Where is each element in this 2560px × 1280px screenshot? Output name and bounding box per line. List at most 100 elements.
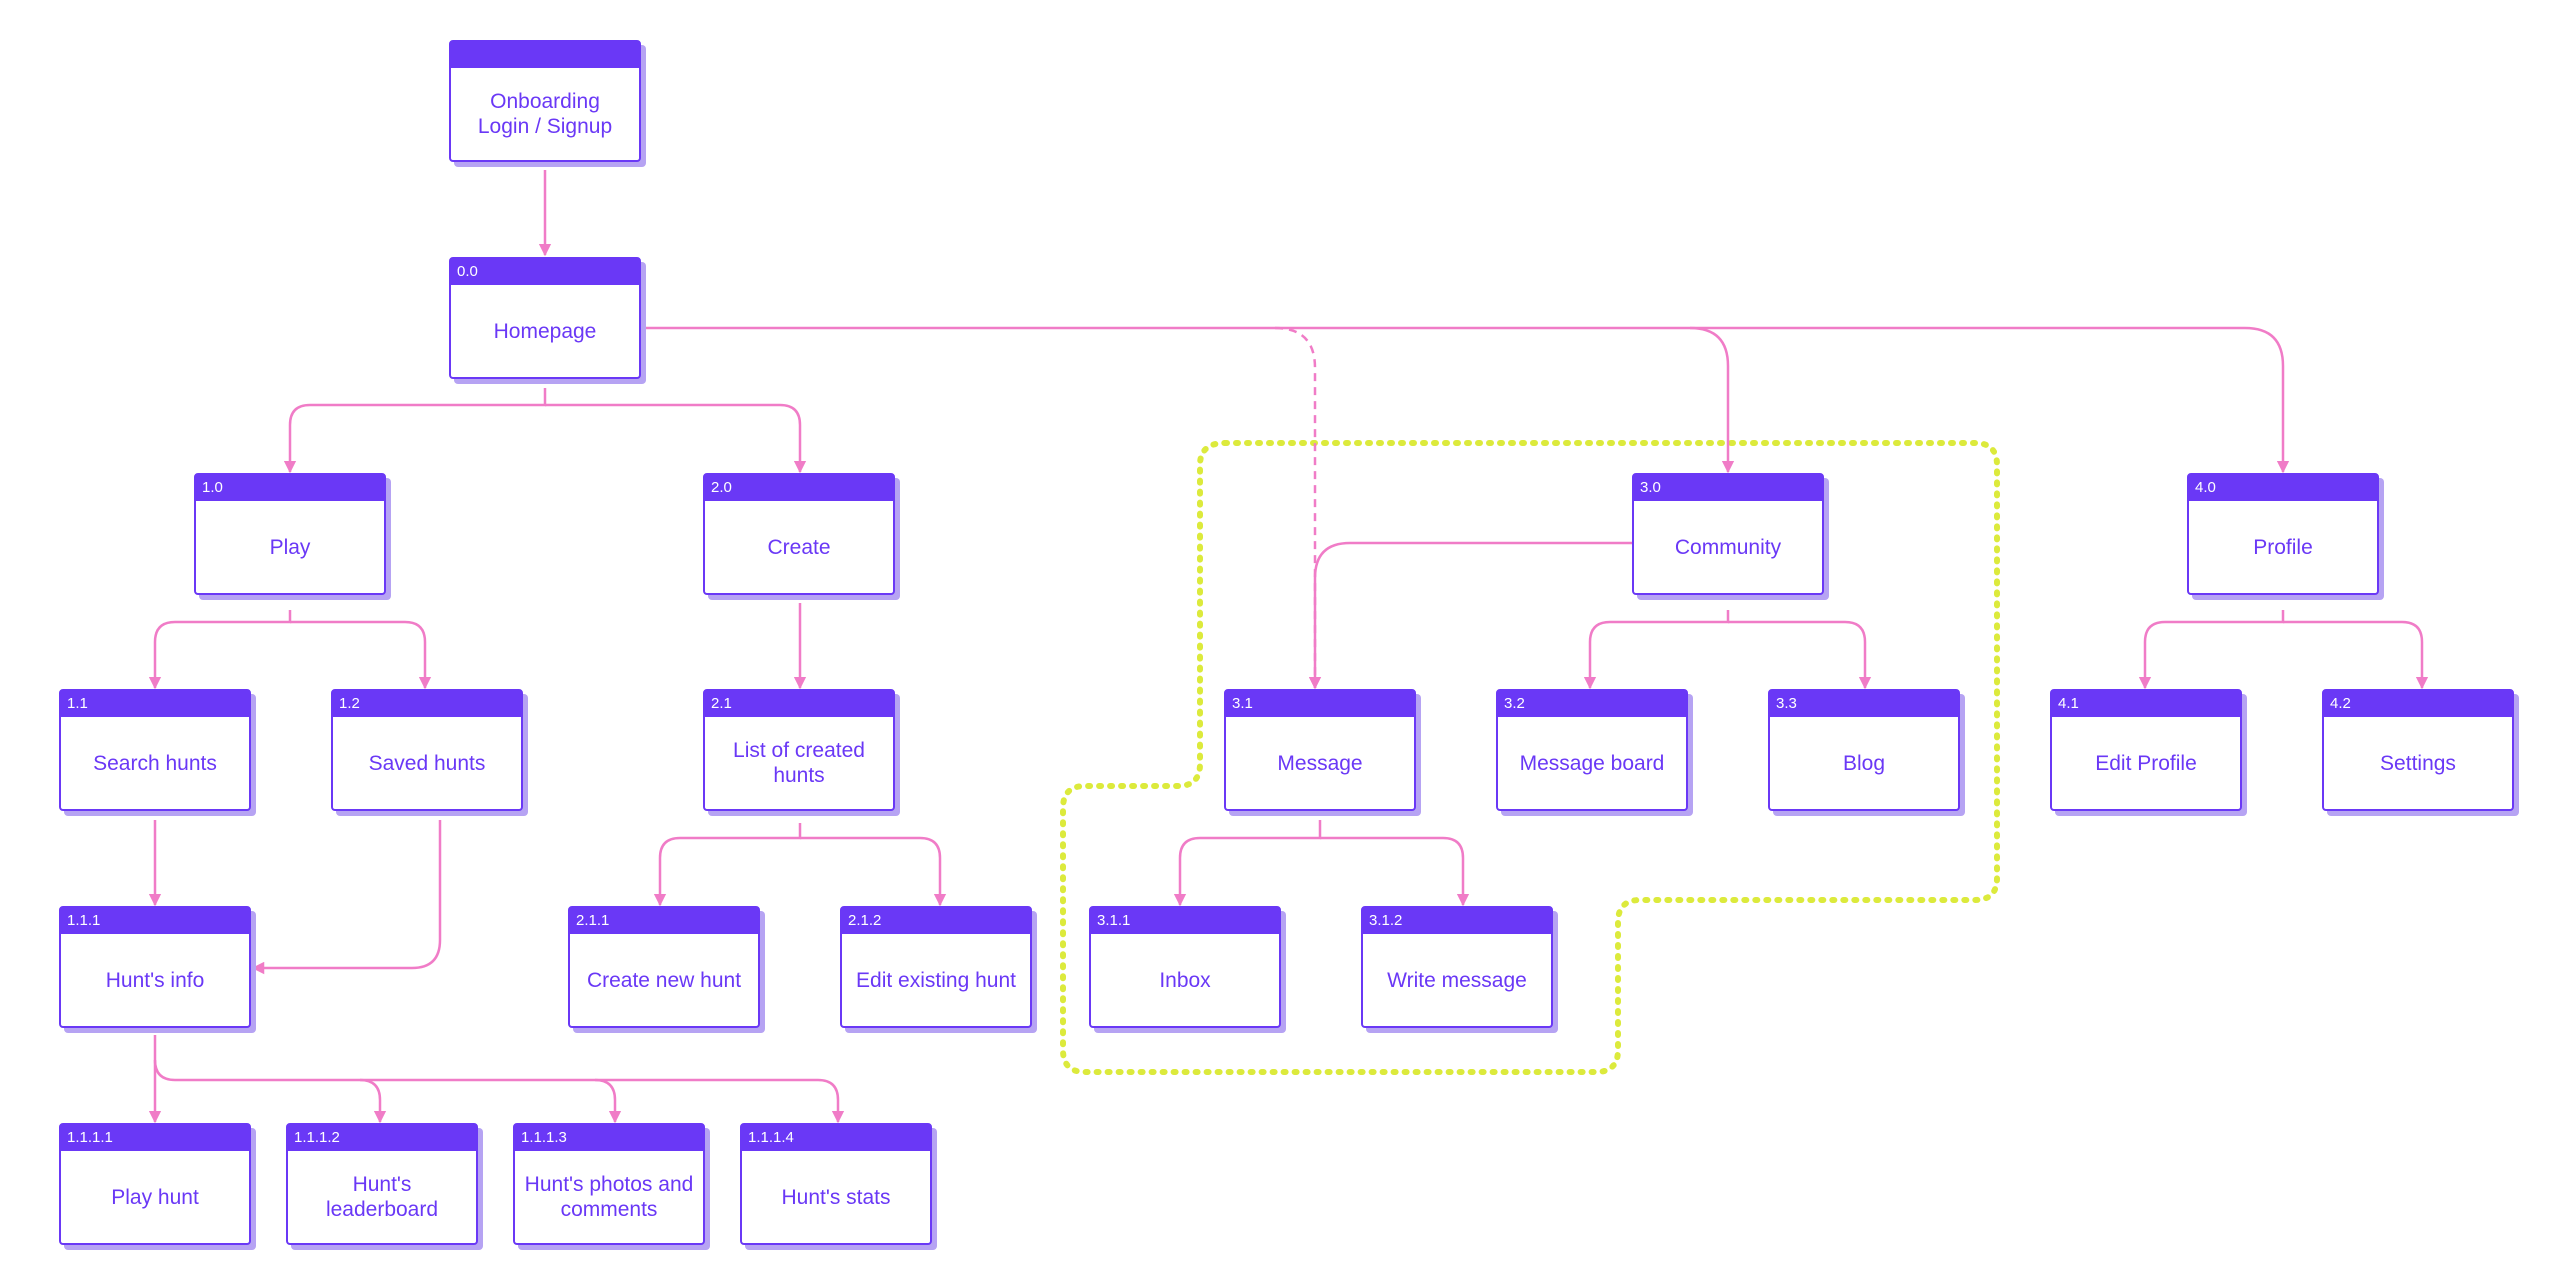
node-label: Write message [1387, 968, 1527, 992]
node-label: Inbox [1159, 968, 1211, 992]
link-homepage-create [545, 403, 807, 474]
node-header: 2.1 [705, 691, 893, 717]
link-info-stats [595, 1078, 845, 1124]
node-create[interactable]: 2.0 Create [703, 473, 895, 595]
node-header: 1.1.1.3 [515, 1125, 703, 1151]
node-label: Play [269, 535, 311, 559]
node-search-hunts[interactable]: 1.1 Search hunts [59, 689, 251, 811]
node-code: 1.1.1.2 [294, 1129, 340, 1146]
node-label: Hunt's stats [781, 1185, 891, 1209]
node-code: 1.1.1.4 [748, 1129, 794, 1146]
node-code: 4.0 [2195, 479, 2216, 496]
link-list-edit [800, 836, 947, 907]
node-code: 2.1 [711, 695, 732, 712]
node-header: 1.1 [61, 691, 249, 717]
node-code: 2.1.1 [576, 912, 610, 929]
node-edit-profile[interactable]: 4.1 Edit Profile [2050, 689, 2242, 811]
node-code: 3.1 [1232, 695, 1253, 712]
node-hunts-photos-comments[interactable]: 1.1.1.3 Hunt's photos and comments [513, 1123, 705, 1245]
node-header: 3.2 [1498, 691, 1686, 717]
link-message-write [1320, 836, 1470, 907]
node-label: Search hunts [93, 751, 217, 775]
node-code: 3.1.1 [1097, 912, 1131, 929]
node-label: List of created hunts [733, 739, 865, 787]
link-homepage-profile [1690, 326, 2290, 474]
node-label: Homepage [493, 319, 597, 343]
node-label: Message board [1519, 751, 1665, 775]
node-inbox[interactable]: 3.1.1 Inbox [1089, 906, 1281, 1028]
node-header: 2.0 [705, 475, 893, 501]
node-code: 4.2 [2330, 695, 2351, 712]
link-homepage-play [283, 388, 547, 474]
link-homepage-community [645, 326, 1735, 474]
node-label: Hunt's photos and comments [524, 1173, 694, 1221]
node-label: Community [1674, 535, 1782, 559]
link-info-photos [360, 1078, 622, 1124]
node-list-created-hunts[interactable]: 2.1 List of created hunts [703, 689, 895, 811]
node-code: 1.1.1.1 [67, 1129, 113, 1146]
community-group-outline [1060, 440, 2000, 1075]
node-blog[interactable]: 3.3 Blog [1768, 689, 1960, 811]
node-code: 1.1.1.3 [521, 1129, 567, 1146]
node-code: 1.1 [67, 695, 88, 712]
node-hunts-stats[interactable]: 1.1.1.4 Hunt's stats [740, 1123, 932, 1245]
node-profile[interactable]: 4.0 Profile [2187, 473, 2379, 595]
node-code: 2.0 [711, 479, 732, 496]
link-profile-settings [2283, 620, 2429, 690]
node-header [451, 42, 639, 68]
node-header: 1.1.1.1 [61, 1125, 249, 1151]
node-code: 3.2 [1504, 695, 1525, 712]
node-header: 2.1.2 [842, 908, 1030, 934]
link-info-leaderboard [153, 1059, 387, 1124]
node-write-message[interactable]: 3.1.2 Write message [1361, 906, 1553, 1028]
node-create-new-hunt[interactable]: 2.1.1 Create new hunt [568, 906, 760, 1028]
node-code: 4.1 [2058, 695, 2079, 712]
node-header: 2.1.1 [570, 908, 758, 934]
node-label: Saved hunts [368, 751, 486, 775]
node-onboarding[interactable]: Onboarding Login / Signup [449, 40, 641, 162]
link-profile-edit [2138, 610, 2285, 690]
node-settings[interactable]: 4.2 Settings [2322, 689, 2514, 811]
node-message[interactable]: 3.1 Message [1224, 689, 1416, 811]
node-message-board[interactable]: 3.2 Message board [1496, 689, 1688, 811]
link-homepage-message-dashed [1274, 326, 1322, 690]
node-header: 1.1.1.4 [742, 1125, 930, 1151]
node-label: Create new hunt [586, 968, 742, 992]
node-community[interactable]: 3.0 Community [1632, 473, 1824, 595]
node-code: 3.3 [1776, 695, 1797, 712]
node-header: 3.1.2 [1363, 908, 1551, 934]
node-label: Message [1277, 751, 1363, 775]
node-code: 1.0 [202, 479, 223, 496]
node-play-hunt[interactable]: 1.1.1.1 Play hunt [59, 1123, 251, 1245]
link-community-board [1583, 610, 1730, 690]
link-community-blog [1728, 620, 1872, 690]
node-saved-hunts[interactable]: 1.2 Saved hunts [331, 689, 523, 811]
node-label: Onboarding Login / Signup [477, 90, 613, 138]
node-code: 0.0 [457, 263, 478, 280]
node-code: 1.1.1 [67, 912, 101, 929]
node-label: Profile [2253, 535, 2313, 559]
node-play[interactable]: 1.0 Play [194, 473, 386, 595]
node-label: Edit existing hunt [856, 968, 1016, 992]
link-community-message [1308, 541, 1632, 690]
node-header: 3.1 [1226, 691, 1414, 717]
node-edit-existing-hunt[interactable]: 2.1.2 Edit existing hunt [840, 906, 1032, 1028]
node-homepage[interactable]: 0.0 Homepage [449, 257, 641, 379]
node-header: 4.1 [2052, 691, 2240, 717]
node-label: Edit Profile [2095, 751, 2197, 775]
node-hunts-info[interactable]: 1.1.1 Hunt's info [59, 906, 251, 1028]
node-label: Hunt's info [105, 968, 205, 992]
node-header: 1.0 [196, 475, 384, 501]
node-label: Settings [2380, 751, 2456, 775]
link-saved-info [251, 820, 442, 975]
node-label: Play hunt [111, 1185, 199, 1209]
node-header: 1.2 [333, 691, 521, 717]
node-header: 3.1.1 [1091, 908, 1279, 934]
node-code: 2.1.2 [848, 912, 882, 929]
link-message-inbox [1173, 820, 1322, 907]
node-label: Hunt's leaderboard [325, 1173, 439, 1221]
node-hunts-leaderboard[interactable]: 1.1.1.2 Hunt's leaderboard [286, 1123, 478, 1245]
link-play-saved [290, 620, 432, 690]
